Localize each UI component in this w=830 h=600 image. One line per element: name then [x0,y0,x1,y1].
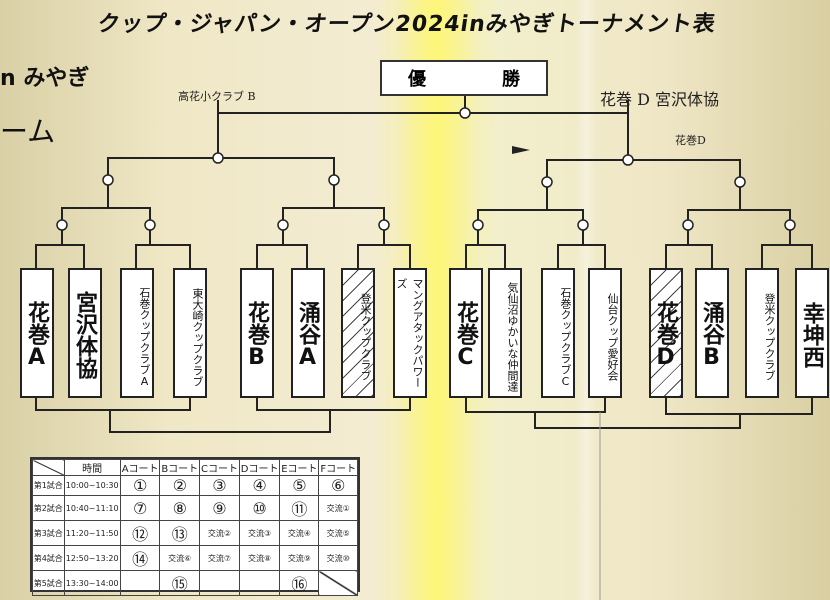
schedule-corner-cell [32,459,65,476]
team-slot: 花巻A [20,268,54,398]
schedule-row: 第5試合 13:30~14:00 ⑮ ⑯ [32,570,358,596]
team-slot: 花巻D [649,268,683,398]
schedule-cell: ⑤ [279,475,320,496]
schedule-cell: ⑧ [159,495,201,521]
handwritten-note-top-right: 花巻 D 宮沢体協 [600,90,720,109]
schedule-cell: 第4試合 [32,545,65,571]
schedule-header-cell: Cコート [199,459,240,476]
schedule-header-row: 時間 Aコート Bコート Cコート Dコート Eコート Fコート [32,459,358,476]
champion-box: 優 勝 [380,60,548,96]
team-slot: マングアタックパワーズ [393,268,427,398]
handwritten-note-top-left: 高花小クラブ B [178,90,256,103]
schedule-header-cell: 時間 [63,459,121,476]
team-slot: 気仙沼ゆかいな仲間達 [488,268,522,398]
schedule-cell: ⑩ [238,495,281,521]
schedule-cell: ⑬ [159,520,201,546]
schedule-cell [318,570,358,596]
schedule-row: 第1試合 10:00~10:30 ① ② ③ ④ ⑤ ⑥ [32,475,358,496]
schedule-cell: ④ [238,475,281,496]
handwritten-note-small: 花巻D [675,134,706,147]
schedule-cell: ⑥ [318,475,358,496]
schedule-cell: ② [159,475,201,496]
schedule-cell: 11:20~11:50 [63,520,121,546]
schedule-cell: ⑭ [119,545,161,571]
team-slot: 涌谷B [695,268,729,398]
match-schedule-table: 時間 Aコート Bコート Cコート Dコート Eコート Fコート 第1試合 10… [30,457,360,596]
team-slot: 東大崎クップクラブ [173,268,207,398]
schedule-cell: 交流④ [279,520,320,546]
schedule-header-cell: Fコート [318,459,358,476]
schedule-cell [119,570,161,596]
background-poster-text-1: n みやぎ [0,66,90,91]
schedule-cell: 10:00~10:30 [63,475,121,496]
schedule-cell: 12:50~13:20 [63,545,121,571]
schedule-cell: 第2試合 [32,495,65,521]
schedule-header-cell: Aコート [119,459,161,476]
schedule-cell: 交流⑩ [318,545,358,571]
paper-crease [575,0,597,600]
schedule-cell: 交流⑨ [279,545,320,571]
schedule-cell: 第1試合 [32,475,65,496]
champion-label-right: 勝 [502,69,520,90]
schedule-cell: ⑪ [279,495,320,521]
team-slot: 石巻クップクラブA [120,268,154,398]
schedule-cell: 交流⑥ [159,545,201,571]
schedule-row: 第3試合 11:20~11:50 ⑫ ⑬ 交流② 交流③ 交流④ 交流⑤ [32,520,358,546]
schedule-cell: 10:40~11:10 [63,495,121,521]
schedule-cell: 交流⑦ [199,545,240,571]
final-line [217,100,629,114]
schedule-cell: ⑫ [119,520,161,546]
team-slot: 登米クップクラブ [745,268,779,398]
team-slot: 花巻C [449,268,483,398]
schedule-cell: ⑦ [119,495,161,521]
schedule-cell: 交流① [318,495,358,521]
schedule-cell: 第3試合 [32,520,65,546]
team-slot: 登米クップクラブ [341,268,375,398]
schedule-cell: ⑨ [199,495,240,521]
schedule-cell [238,570,281,596]
team-slot: 仙台クップ愛好会 [588,268,622,398]
schedule-cell: ⑮ [159,570,201,596]
schedule-cell: 交流② [199,520,240,546]
schedule-row: 第4試合 12:50~13:20 ⑭ 交流⑥ 交流⑦ 交流⑧ 交流⑨ 交流⑩ [32,545,358,571]
schedule-cell: ③ [199,475,240,496]
schedule-cell: ⑯ [279,570,320,596]
schedule-cell: 第5試合 [32,570,65,596]
schedule-cell: 交流⑤ [318,520,358,546]
team-slot: 石巻クップクラブC [541,268,575,398]
background-poster-text-2: ーム [0,115,56,148]
schedule-header-cell: Dコート [238,459,281,476]
team-slot: 幸坤西 [795,268,829,398]
champion-label-left: 優 [408,69,426,90]
team-slot: 花巻B [240,268,274,398]
schedule-cell: 13:30~14:00 [63,570,121,596]
schedule-cell: 交流⑧ [238,545,281,571]
schedule-header-cell: Eコート [279,459,320,476]
team-slot: 宮沢体協 [68,268,102,398]
schedule-cell: ① [119,475,161,496]
schedule-cell: 交流③ [238,520,281,546]
schedule-header-cell: Bコート [159,459,201,476]
team-slot: 涌谷A [291,268,325,398]
schedule-row: 第2試合 10:40~11:10 ⑦ ⑧ ⑨ ⑩ ⑪ 交流① [32,495,358,521]
schedule-cell [199,570,240,596]
